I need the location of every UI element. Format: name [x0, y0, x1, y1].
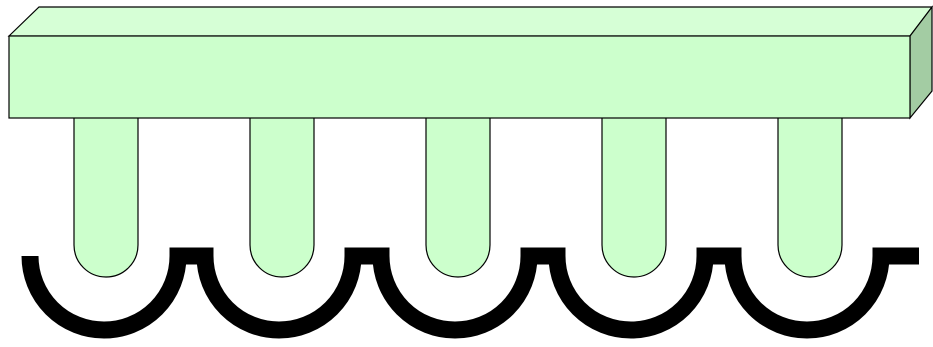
comb-bar — [7, 5, 933, 120]
tooth-2 — [249, 118, 315, 278]
teeth-group — [73, 118, 843, 278]
bar-front-face — [8, 35, 911, 119]
tooth-5 — [777, 118, 843, 278]
wavy-base-curve — [21, 247, 919, 339]
bar-top-face — [7, 6, 933, 37]
tooth-4 — [601, 118, 667, 278]
tooth-1 — [73, 118, 139, 278]
tooth-3 — [425, 118, 491, 278]
